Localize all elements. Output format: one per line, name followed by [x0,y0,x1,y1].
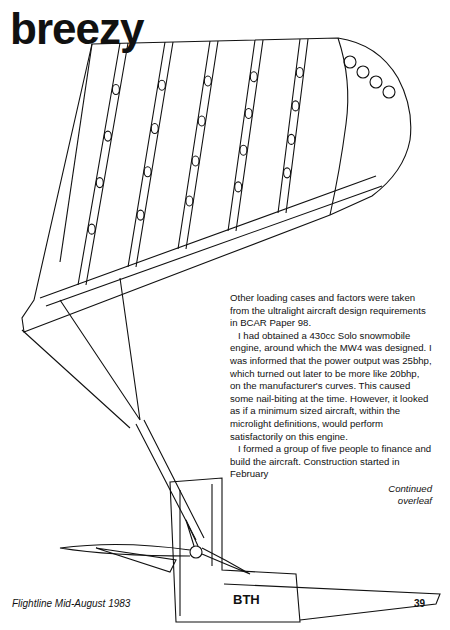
tip-hole [383,86,395,98]
wing-rib [278,39,308,213]
page-footer: Flightline Mid-August 1983 [12,598,130,609]
rib-hole [104,131,111,141]
rib-hole [96,178,103,188]
wing-rib [178,41,218,249]
wing-ribs [78,39,395,285]
tailplane [224,584,440,620]
prop-blade [186,520,198,546]
rib-hole [192,156,199,166]
fin-frame [180,484,212,616]
tip-hole [357,66,369,78]
rib-hole [245,108,252,118]
rib-hole [240,145,247,155]
tip-hole [344,56,356,68]
wing-spar [40,176,376,298]
wing-rib [228,40,263,231]
wing-outline [22,38,411,332]
rib-hole [158,80,165,90]
rib-hole [198,116,205,126]
rib-hole [88,224,95,234]
strut [22,278,140,428]
rib-hole [137,210,144,220]
continued-note: Continued overleaf [380,483,432,507]
rib-hole [144,167,151,177]
body-paragraph: I had obtained a 430cc Solo snowmobile e… [230,330,432,443]
rib-hole [288,134,295,144]
tip-hole [370,76,382,88]
rib-hole [250,72,257,82]
page-title: breezy [10,4,143,54]
rib-hole [151,124,158,134]
wing-rib [128,42,173,267]
wing-spar [46,186,382,306]
page-number: 39 [414,598,425,609]
prop-hub [190,546,202,558]
wing-tip-rib [330,38,348,215]
rib-hole [186,196,193,206]
rib-hole [235,182,242,192]
body-paragraph: I formed a group of five people to finan… [230,443,432,481]
wing-rib [78,43,128,285]
tailplane [96,548,176,572]
prop-blade [202,548,250,574]
rib-hole [296,67,303,77]
body-paragraph: Other loading cases and factors were tak… [230,292,432,330]
prop-blade [60,544,190,556]
rib-hole [204,76,211,86]
registration-mark: BTH [232,592,261,607]
rib-hole [112,85,119,95]
rib-hole [284,168,291,178]
rib-hole [292,101,299,111]
text-column: Other loading cases and factors were tak… [230,292,432,481]
